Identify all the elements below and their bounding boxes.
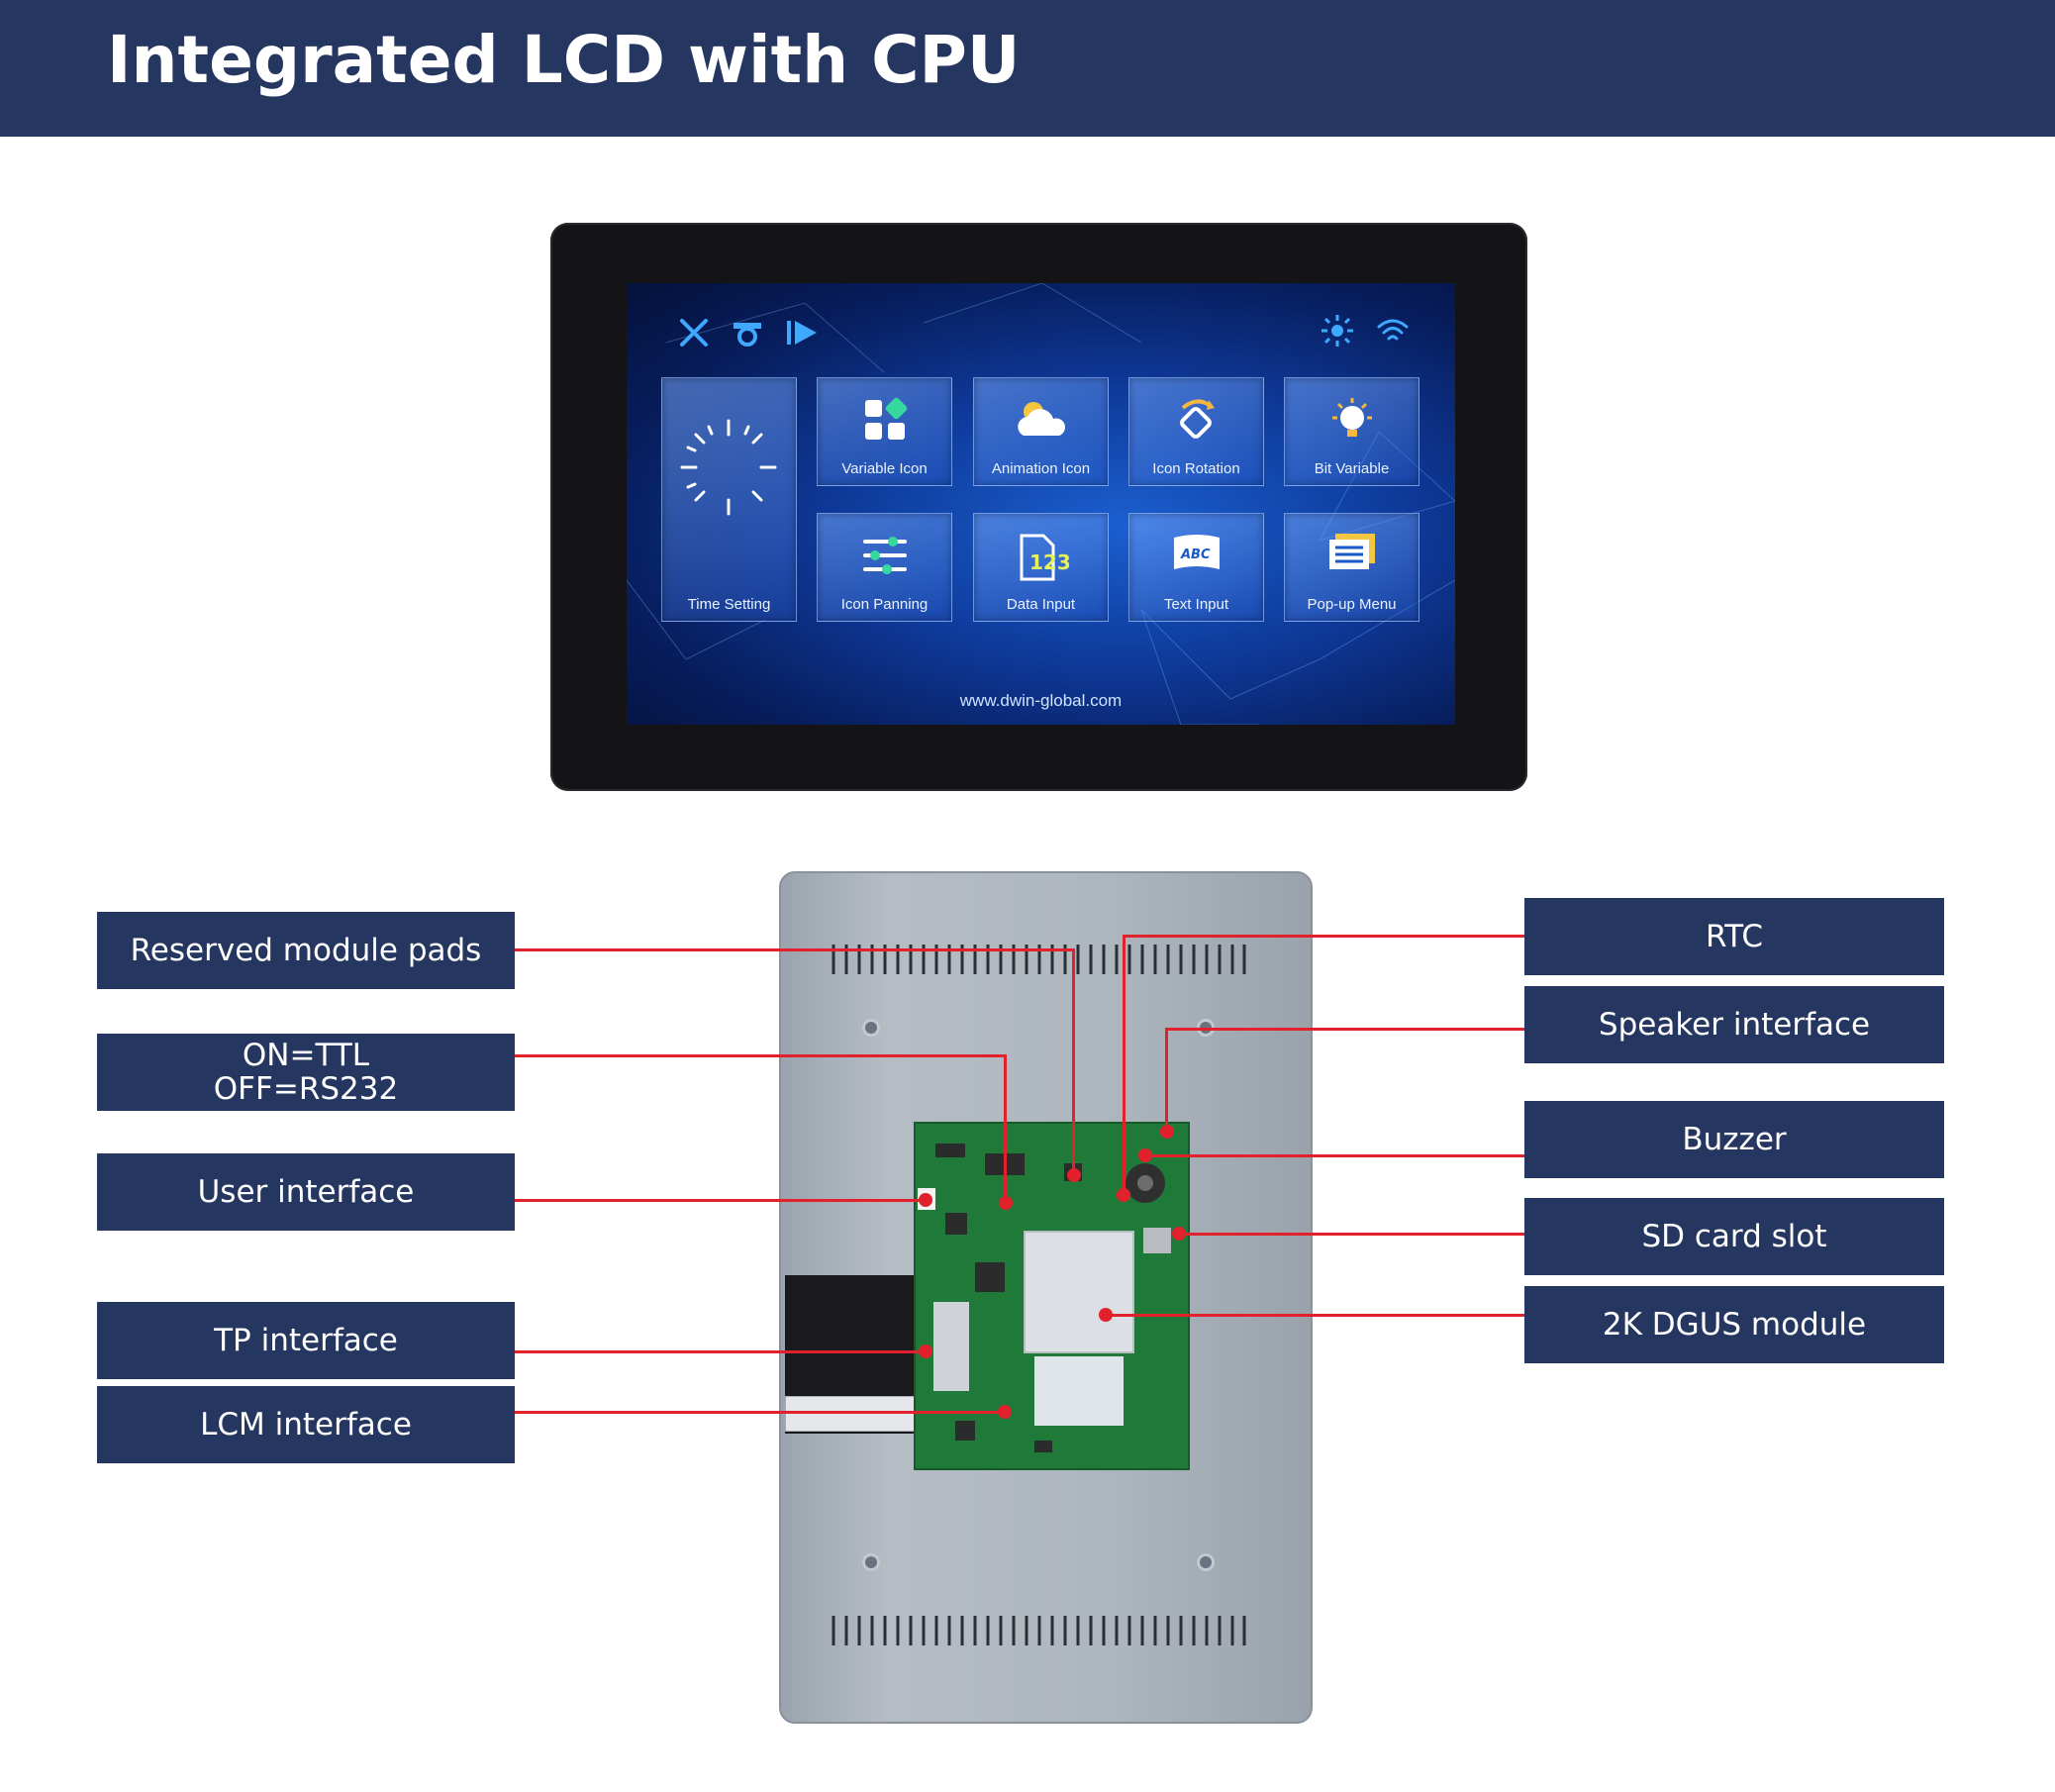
tile-label: Icon Rotation [1152, 460, 1240, 477]
callout-point [998, 1405, 1012, 1419]
page-title: Integrated LCD with CPU [107, 22, 1021, 98]
lcd-screen: Time Setting Variable Icon Animation Ico… [627, 283, 1455, 725]
callout-lcm-interface: LCM interface [97, 1386, 515, 1463]
pcb-components [918, 1144, 1171, 1452]
callout-point [1172, 1227, 1186, 1241]
callout-user-interface: User interface [97, 1153, 515, 1231]
tile-variable-icon[interactable]: Variable Icon [817, 377, 952, 486]
tile-label: Text Input [1163, 596, 1229, 613]
website-url[interactable]: www.dwin-global.com [959, 691, 1123, 710]
tile-text-input[interactable]: ABC Text Input [1128, 513, 1264, 622]
tile-label: Variable Icon [841, 460, 928, 477]
leader-line [515, 1411, 1002, 1414]
tile-label: Icon Panning [840, 596, 929, 613]
sliders-icon [862, 537, 907, 574]
play-icon[interactable] [785, 315, 821, 350]
tile-label: Bit Variable [1314, 460, 1390, 477]
screw [1200, 1556, 1212, 1568]
rotate-icon [1179, 399, 1215, 439]
leader-line [515, 1350, 923, 1353]
screw [865, 1022, 877, 1034]
callout-point [1160, 1125, 1174, 1139]
leader-line [1004, 1054, 1007, 1201]
brightness-icon[interactable] [1320, 313, 1355, 348]
leader-line [1105, 1314, 1524, 1317]
cloud-sun-icon [1017, 402, 1065, 436]
callout-point [1067, 1168, 1081, 1182]
callout-point [1138, 1148, 1152, 1162]
callout-buzzer: Buzzer [1524, 1101, 1944, 1178]
clock-icon [680, 419, 777, 516]
tile-icon-rotation[interactable]: Icon Rotation [1128, 377, 1264, 486]
callout-point [999, 1196, 1013, 1210]
callout-rtc: RTC [1524, 898, 1944, 975]
leader-line [1123, 935, 1524, 938]
leader-line [515, 1054, 1006, 1057]
callout-2k-dgus-module: 2K DGUS module [1524, 1286, 1944, 1363]
menu-list-icon [1328, 534, 1375, 569]
tile-label: Pop-up Menu [1307, 596, 1397, 613]
leader-line [1178, 1233, 1524, 1236]
callout-reserved-module-pads: Reserved module pads [97, 912, 515, 989]
svg-text:ABC: ABC [1180, 548, 1211, 562]
callout-sd-card-slot: SD card slot [1524, 1198, 1944, 1275]
tile-data-input[interactable]: 123 Data Input [973, 513, 1109, 622]
wifi-icon[interactable] [1375, 313, 1411, 348]
callout-speaker-interface: Speaker interface [1524, 986, 1944, 1063]
tile-icon-panning[interactable]: Icon Panning [817, 513, 952, 622]
tile-popup-menu[interactable]: Pop-up Menu [1284, 513, 1419, 622]
tools-icon[interactable] [676, 315, 712, 350]
bulb-icon [1331, 398, 1372, 437]
callout-point [1117, 1188, 1130, 1202]
vent-slots-top [832, 945, 1246, 974]
blocks-icon [864, 397, 907, 440]
callout-on-ttl-off-rs232: ON=TTL OFF=RS232 [97, 1034, 515, 1111]
dgus-module-shield [1024, 1231, 1134, 1353]
leader-line [1072, 948, 1075, 1174]
leader-line [515, 948, 1074, 951]
leader-line [1165, 1028, 1524, 1031]
callout-point [919, 1193, 932, 1207]
callout-point [919, 1344, 932, 1358]
leader-line [1165, 1028, 1168, 1131]
svg-text:123: 123 [1029, 550, 1069, 574]
camera-icon[interactable] [730, 315, 765, 350]
leader-line [1144, 1154, 1524, 1157]
screw [865, 1556, 877, 1568]
tile-label: Data Input [1006, 596, 1076, 613]
callout-point [1099, 1308, 1113, 1322]
tile-bit-variable[interactable]: Bit Variable [1284, 377, 1419, 486]
header-banner: Integrated LCD with CPU [0, 0, 2055, 137]
tile-animation-icon[interactable]: Animation Icon [973, 377, 1109, 486]
leader-line [515, 1199, 923, 1202]
tile-label: Animation Icon [991, 460, 1091, 477]
tile-label: Time Setting [687, 596, 771, 613]
tile-time-setting[interactable]: Time Setting [661, 377, 797, 622]
number-123-icon: 123 [1020, 534, 1069, 581]
callout-tp-interface: TP interface [97, 1302, 515, 1379]
abc-book-icon: ABC [1173, 535, 1220, 569]
vent-slots-bottom [832, 1616, 1246, 1645]
leader-line [1123, 935, 1125, 1194]
